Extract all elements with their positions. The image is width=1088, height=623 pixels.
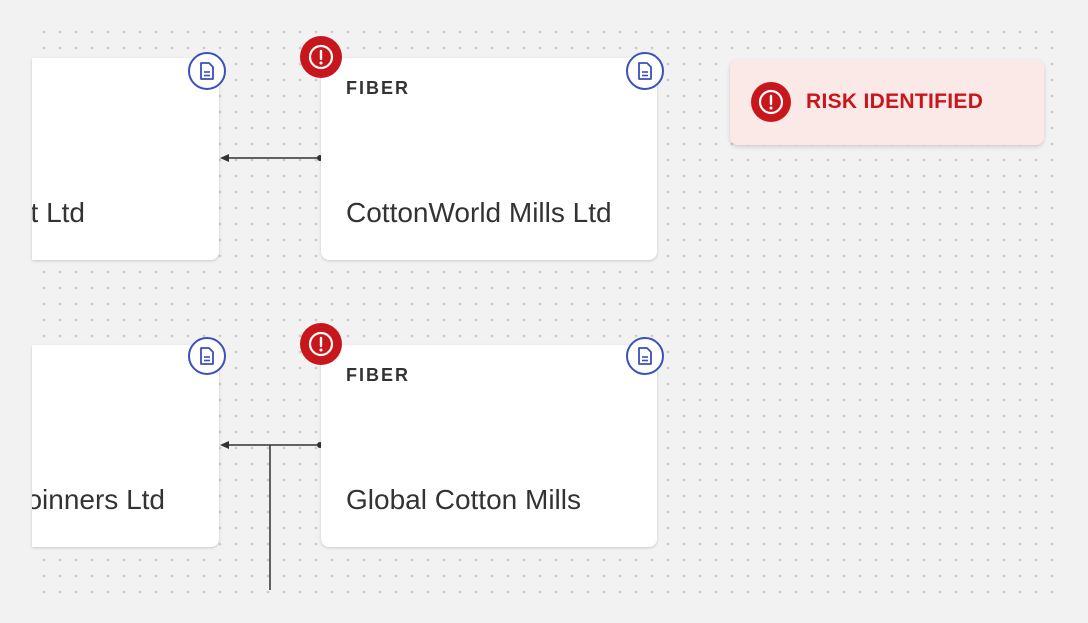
node-type-label: FIBER bbox=[346, 365, 410, 385]
risk-banner-label: RISK IDENTIFIED bbox=[806, 90, 984, 113]
document-icon[interactable] bbox=[188, 337, 226, 375]
node-name: CottonWorld Mills Ltd bbox=[346, 197, 612, 228]
node-card-cottonworld[interactable]: FIBER CottonWorld Mills Ltd bbox=[321, 58, 657, 260]
node-name: Global Cotton Mills bbox=[346, 484, 581, 515]
alert-circle-icon[interactable] bbox=[300, 323, 342, 365]
document-icon[interactable] bbox=[188, 52, 226, 90]
node-card-bottom-left[interactable]: oinners Ltd bbox=[32, 345, 219, 547]
node-type-label: FIBER bbox=[346, 78, 410, 98]
node-name: oinners Ltd bbox=[32, 484, 165, 515]
document-icon[interactable] bbox=[626, 52, 664, 90]
alert-circle-icon bbox=[751, 82, 791, 122]
node-card-global-cotton[interactable]: FIBER Global Cotton Mills bbox=[321, 345, 657, 547]
risk-identified-banner[interactable]: RISK IDENTIFIED bbox=[730, 59, 1044, 145]
node-card-top-left[interactable]: t Ltd bbox=[32, 58, 219, 260]
document-icon[interactable] bbox=[626, 337, 664, 375]
alert-circle-icon[interactable] bbox=[300, 36, 342, 78]
node-name: t Ltd bbox=[32, 197, 85, 228]
